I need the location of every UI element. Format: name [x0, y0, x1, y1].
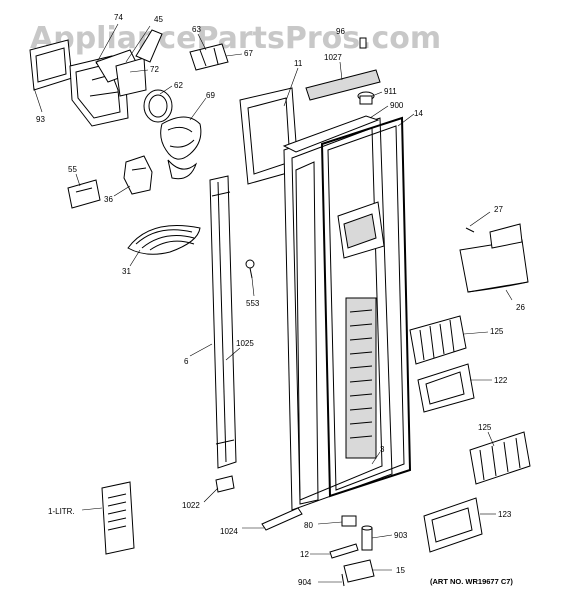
- callout-125-bottom: 125: [478, 423, 492, 432]
- callout-1024: 1024: [220, 527, 238, 536]
- bin-123: [423, 497, 483, 553]
- callout-69: 69: [206, 91, 215, 100]
- callout-93: 93: [36, 115, 45, 124]
- callout-1025: 1025: [236, 339, 254, 348]
- callout-911: 911: [384, 87, 397, 96]
- gear-ring-62: [143, 89, 173, 123]
- door-cap-900: [282, 115, 380, 153]
- manual-booklet: [101, 481, 135, 555]
- callout-12: 12: [300, 550, 309, 559]
- watermark: AppliancePartsPros.com: [30, 21, 441, 56]
- callout-125-top: 125: [490, 327, 504, 336]
- callout-1-litr: 1-LITR.: [48, 507, 75, 516]
- hinge-bar-1024: [261, 507, 303, 531]
- wire-shelf-125-top: [409, 315, 467, 365]
- callout-14: 14: [414, 109, 423, 118]
- callout-903: 903: [394, 531, 408, 540]
- block-15: [343, 559, 375, 583]
- callout-62: 62: [174, 81, 183, 90]
- hinge-1022: [215, 475, 235, 493]
- callout-27: 27: [494, 205, 503, 214]
- callout-123: 123: [498, 510, 512, 519]
- callout-553: 553: [246, 299, 260, 308]
- handle-cap-1027: [305, 69, 381, 101]
- callout-122: 122: [494, 376, 508, 385]
- bracket-63: [189, 43, 229, 71]
- callout-63: 63: [192, 25, 201, 34]
- tube-903: [361, 525, 373, 551]
- callout-55: 55: [68, 165, 77, 174]
- wire-shelf-125-bottom: [469, 431, 531, 485]
- callout-1027: 1027: [324, 53, 342, 62]
- fitting-80: [341, 515, 357, 527]
- callout-labels: 74 45 63 67 72 62 69 93 55 36 31 11 96 1…: [36, 13, 525, 587]
- bin-122: [417, 363, 475, 413]
- callout-904: 904: [298, 578, 312, 587]
- clip-12: [329, 543, 359, 559]
- switch-55: [67, 179, 101, 209]
- callout-74: 74: [114, 13, 123, 22]
- callout-3: 3: [380, 445, 385, 454]
- trim-strip: [209, 175, 237, 469]
- motor-36: [123, 155, 153, 195]
- callout-45: 45: [154, 15, 163, 24]
- callout-11: 11: [294, 59, 303, 68]
- screw-904: [341, 573, 345, 587]
- auger-69: [160, 116, 202, 180]
- callout-72: 72: [150, 65, 159, 74]
- bushing-911: [357, 91, 375, 105]
- door-liner: [283, 117, 393, 511]
- leader-lines: [33, 23, 513, 583]
- callout-900: 900: [390, 101, 404, 110]
- shelf-slots: [345, 297, 377, 459]
- screw-27: [465, 227, 475, 233]
- callout-6: 6: [184, 357, 189, 366]
- callout-15: 15: [396, 566, 405, 575]
- screw-553: [245, 259, 255, 279]
- callout-1022: 1022: [182, 501, 200, 510]
- callout-31: 31: [122, 267, 131, 276]
- grille-31: [127, 225, 201, 255]
- screw-96: [359, 37, 367, 49]
- art-number: (ART NO. WR19677 C7): [430, 577, 513, 586]
- callout-26: 26: [516, 303, 525, 312]
- callout-67: 67: [244, 49, 253, 58]
- callout-36: 36: [104, 195, 113, 204]
- bin-26: [459, 223, 529, 293]
- callout-80: 80: [304, 521, 313, 530]
- door-gasket-14: [320, 116, 412, 498]
- callout-96: 96: [336, 27, 345, 36]
